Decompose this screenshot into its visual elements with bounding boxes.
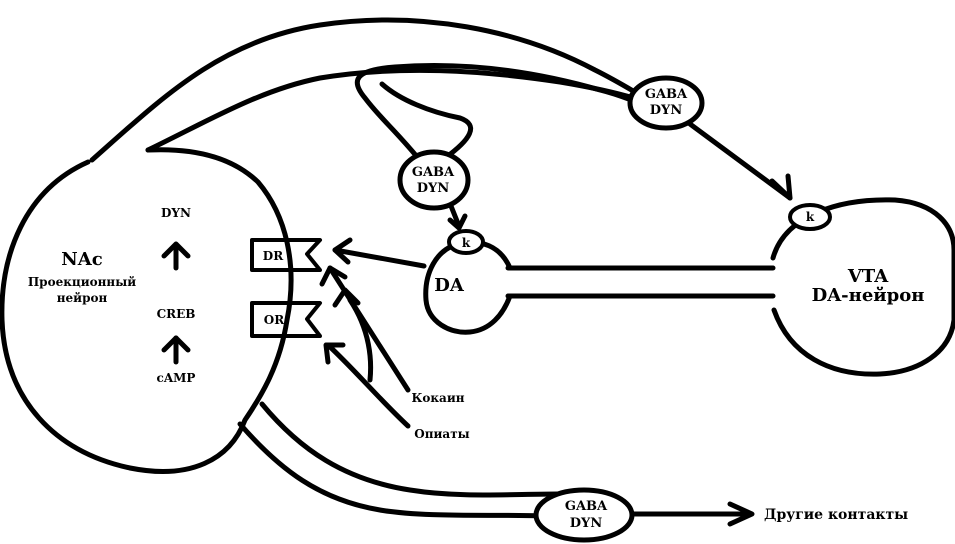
mid-gaba-loop [354, 63, 643, 161]
arrowhead-to-other-contacts [727, 501, 755, 527]
k-receptor-terminal [447, 229, 485, 255]
arrow-cocaine-curve [347, 297, 374, 383]
dyn-inner-label: DYN [161, 206, 191, 220]
arrowhead-mid-gaba-to-terminal [447, 213, 468, 231]
arrowhead-upper-gaba-to-vta [769, 173, 793, 201]
arrow-opiates-to-or [325, 342, 411, 429]
or-receptor [250, 301, 322, 338]
gaba-mid-label: GABA [412, 165, 455, 180]
arrow-da-to-dr [332, 247, 427, 269]
or-label: OR [264, 313, 285, 327]
arrowhead-creb-to-dyn [161, 241, 191, 259]
da-terminal-label: DA [434, 275, 465, 296]
gaba-dyn-cell-upper [627, 75, 705, 131]
dyn-mid-label: DYN [417, 181, 450, 196]
other-contacts-label: Другие контакты [764, 507, 908, 523]
gaba-dyn-cell-bottom [533, 487, 635, 543]
nac-subtitle-line1: Проекционный [28, 275, 136, 289]
vta-da-neuron-label: DA-нейрон [812, 285, 925, 306]
gaba-upper-label: GABA [645, 87, 688, 102]
opiates-label: Опиаты [414, 427, 469, 441]
arrow-cocaine-to-dr [327, 265, 411, 393]
gaba-bottom-label: GABA [565, 499, 608, 514]
dr-receptor [250, 238, 322, 272]
arrow-mid-gaba-to-terminal [448, 203, 462, 229]
k-vta-label: k [806, 210, 815, 224]
mid-gaba-loop-inner [379, 81, 474, 161]
nac-axon-upper-loop [89, 17, 643, 163]
arrowhead-da-to-dr [332, 237, 353, 265]
cocaine-label: Кокаин [411, 391, 464, 405]
k-receptor-vta [788, 203, 832, 231]
dyn-upper-label: DYN [650, 103, 683, 118]
arrowhead-opiates-to-or [323, 342, 346, 365]
dyn-bottom-label: DYN [570, 516, 603, 531]
nac-axon-lower-outer [237, 421, 548, 519]
vta-neuron-outline [770, 197, 955, 377]
nac-subtitle-line2: нейрон [57, 291, 108, 305]
camp-label: cAMP [157, 371, 196, 385]
gaba-dyn-cell-mid [397, 149, 471, 211]
arrowhead-camp-to-creb [161, 335, 191, 353]
vta-label: VTA [847, 266, 889, 287]
arrowhead-cocaine-to-dr [319, 265, 348, 287]
k-terminal-label: k [462, 236, 471, 250]
nac-axon-lower-inner [259, 401, 561, 498]
nac-neuron-outline [0, 147, 294, 474]
arrowhead-cocaine-curve [332, 287, 361, 308]
nac-label: NAc [61, 249, 102, 270]
creb-label: CREB [157, 307, 196, 321]
dr-label: DR [263, 249, 284, 263]
